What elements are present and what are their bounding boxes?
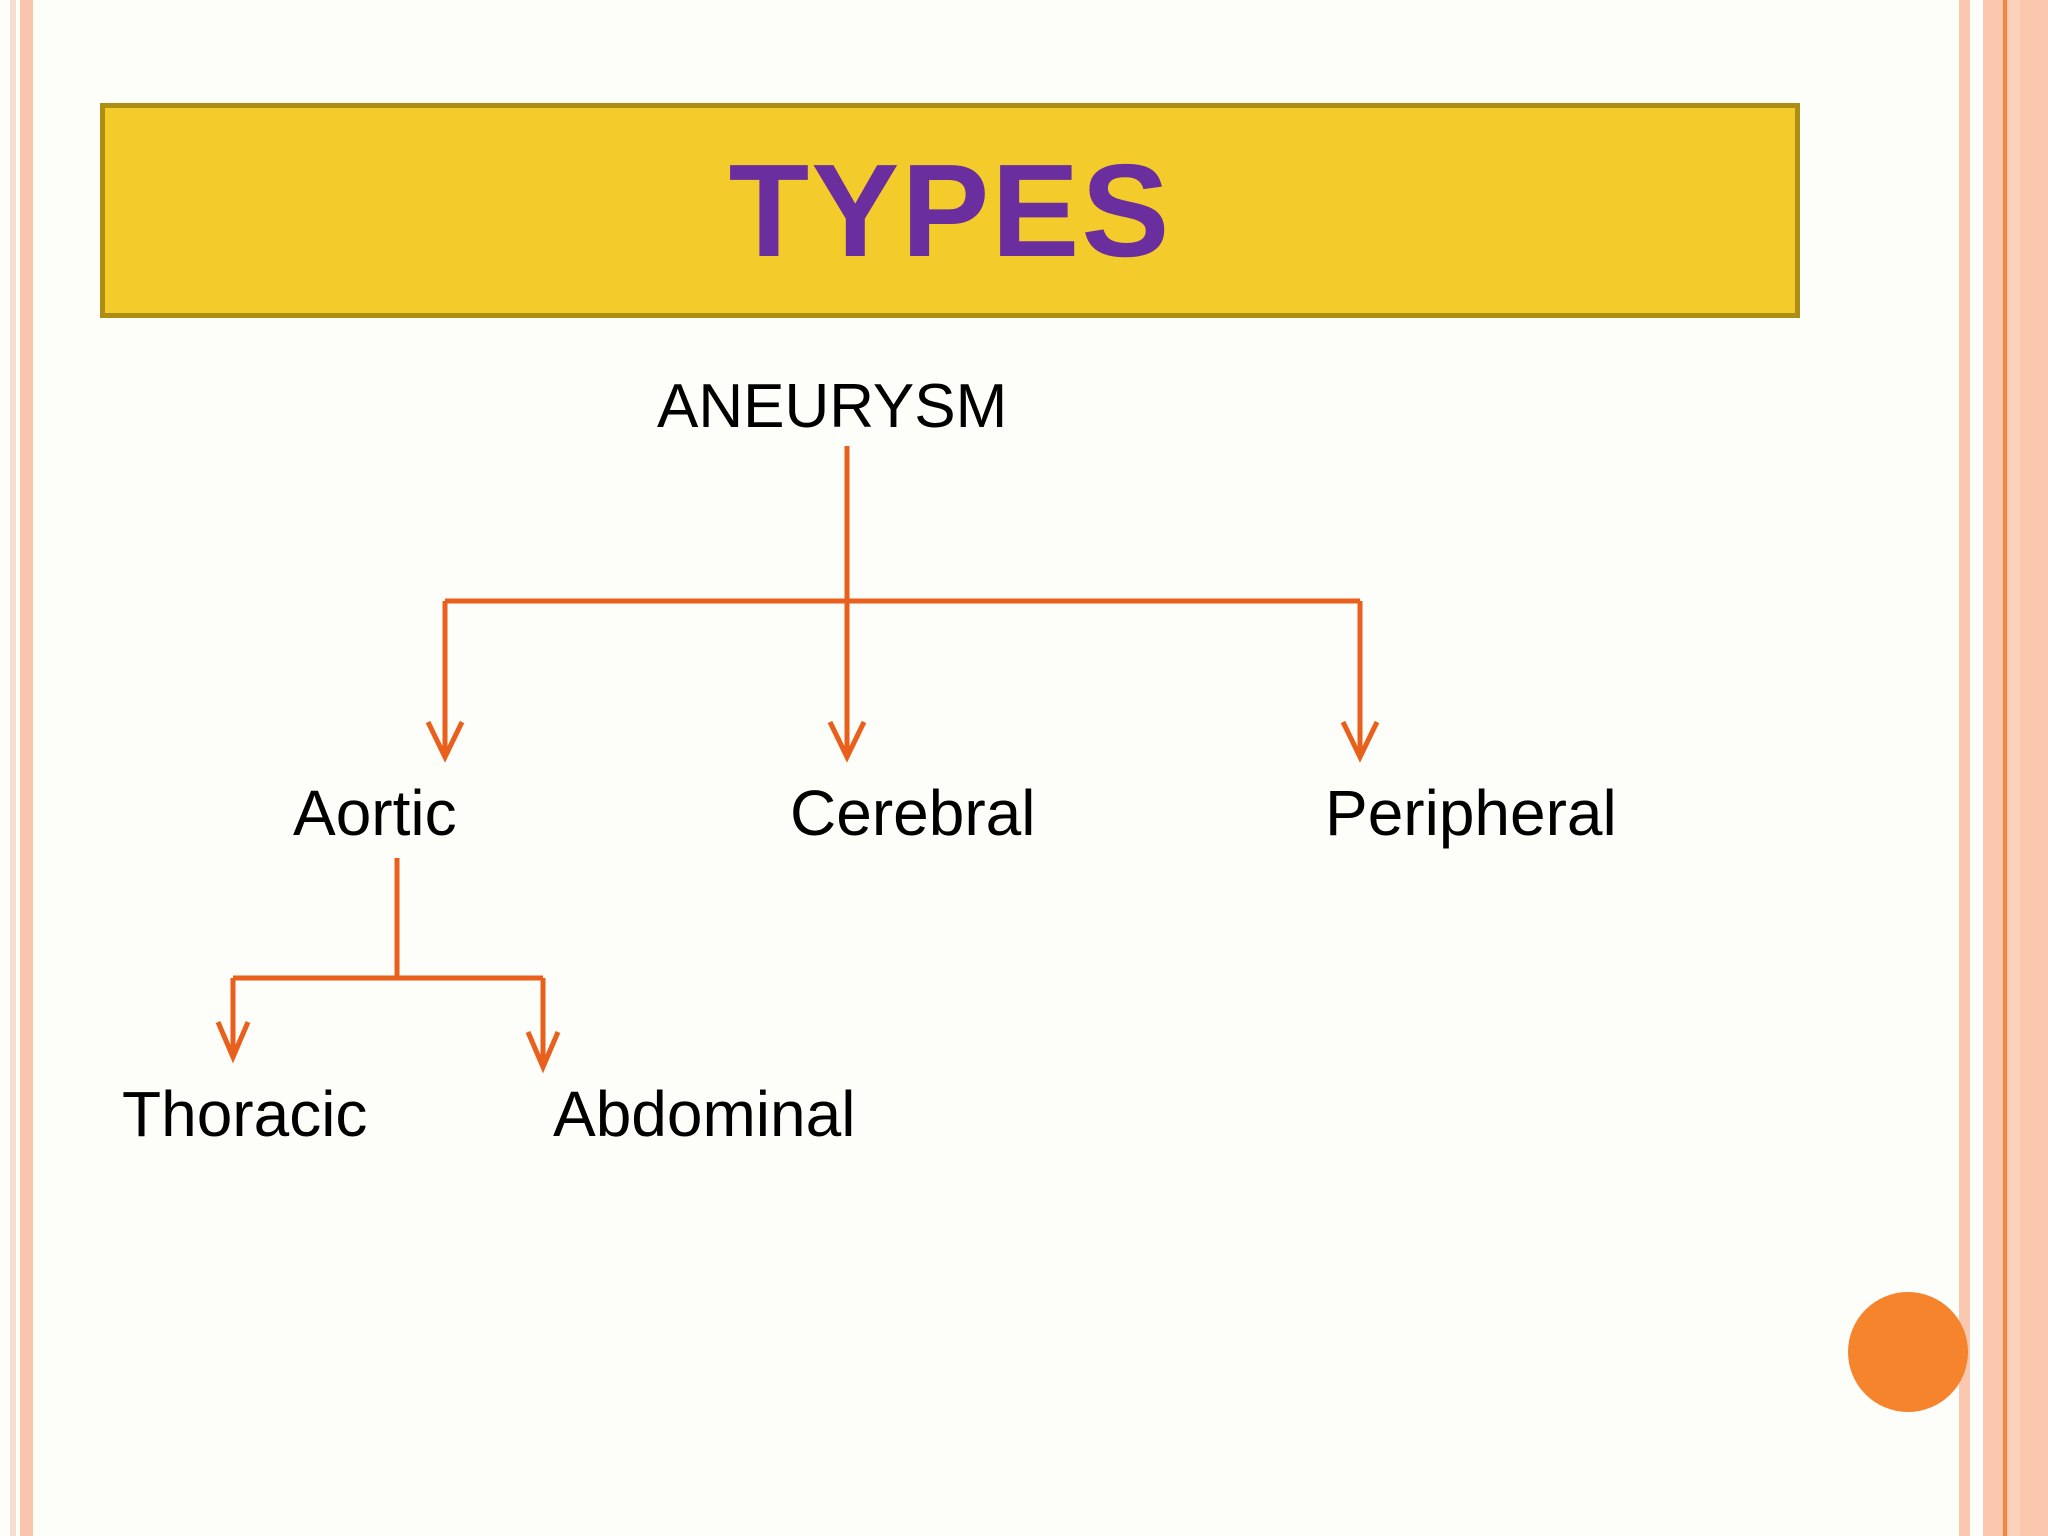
right-border-soft-stripe xyxy=(2008,0,2020,1536)
tree-node-abdominal: Abdominal xyxy=(553,1078,856,1150)
arrowhead-thoracic xyxy=(215,1021,251,1064)
left-border-thin-stripe xyxy=(10,0,16,1536)
page-title: TYPES xyxy=(728,136,1172,284)
accent-circle-decoration xyxy=(1848,1292,1968,1412)
tree-node-peripheral: Peripheral xyxy=(1325,777,1617,849)
arrowhead-abdominal xyxy=(525,1031,561,1074)
tree-node-aortic: Aortic xyxy=(293,777,457,849)
tree-node-aneurysm: ANEURYSM xyxy=(657,372,1008,441)
arrowhead-aortic xyxy=(425,720,465,763)
right-border-accent-line xyxy=(2003,0,2007,1536)
right-border-thin-stripe xyxy=(1959,0,1970,1536)
arrowhead-cerebral xyxy=(827,720,867,763)
arrowhead-peripheral xyxy=(1340,720,1380,763)
title-banner: TYPES xyxy=(100,103,1800,318)
tree-node-cerebral: Cerebral xyxy=(790,777,1036,849)
left-border-band xyxy=(20,0,33,1536)
tree-node-thoracic: Thoracic xyxy=(122,1078,368,1150)
